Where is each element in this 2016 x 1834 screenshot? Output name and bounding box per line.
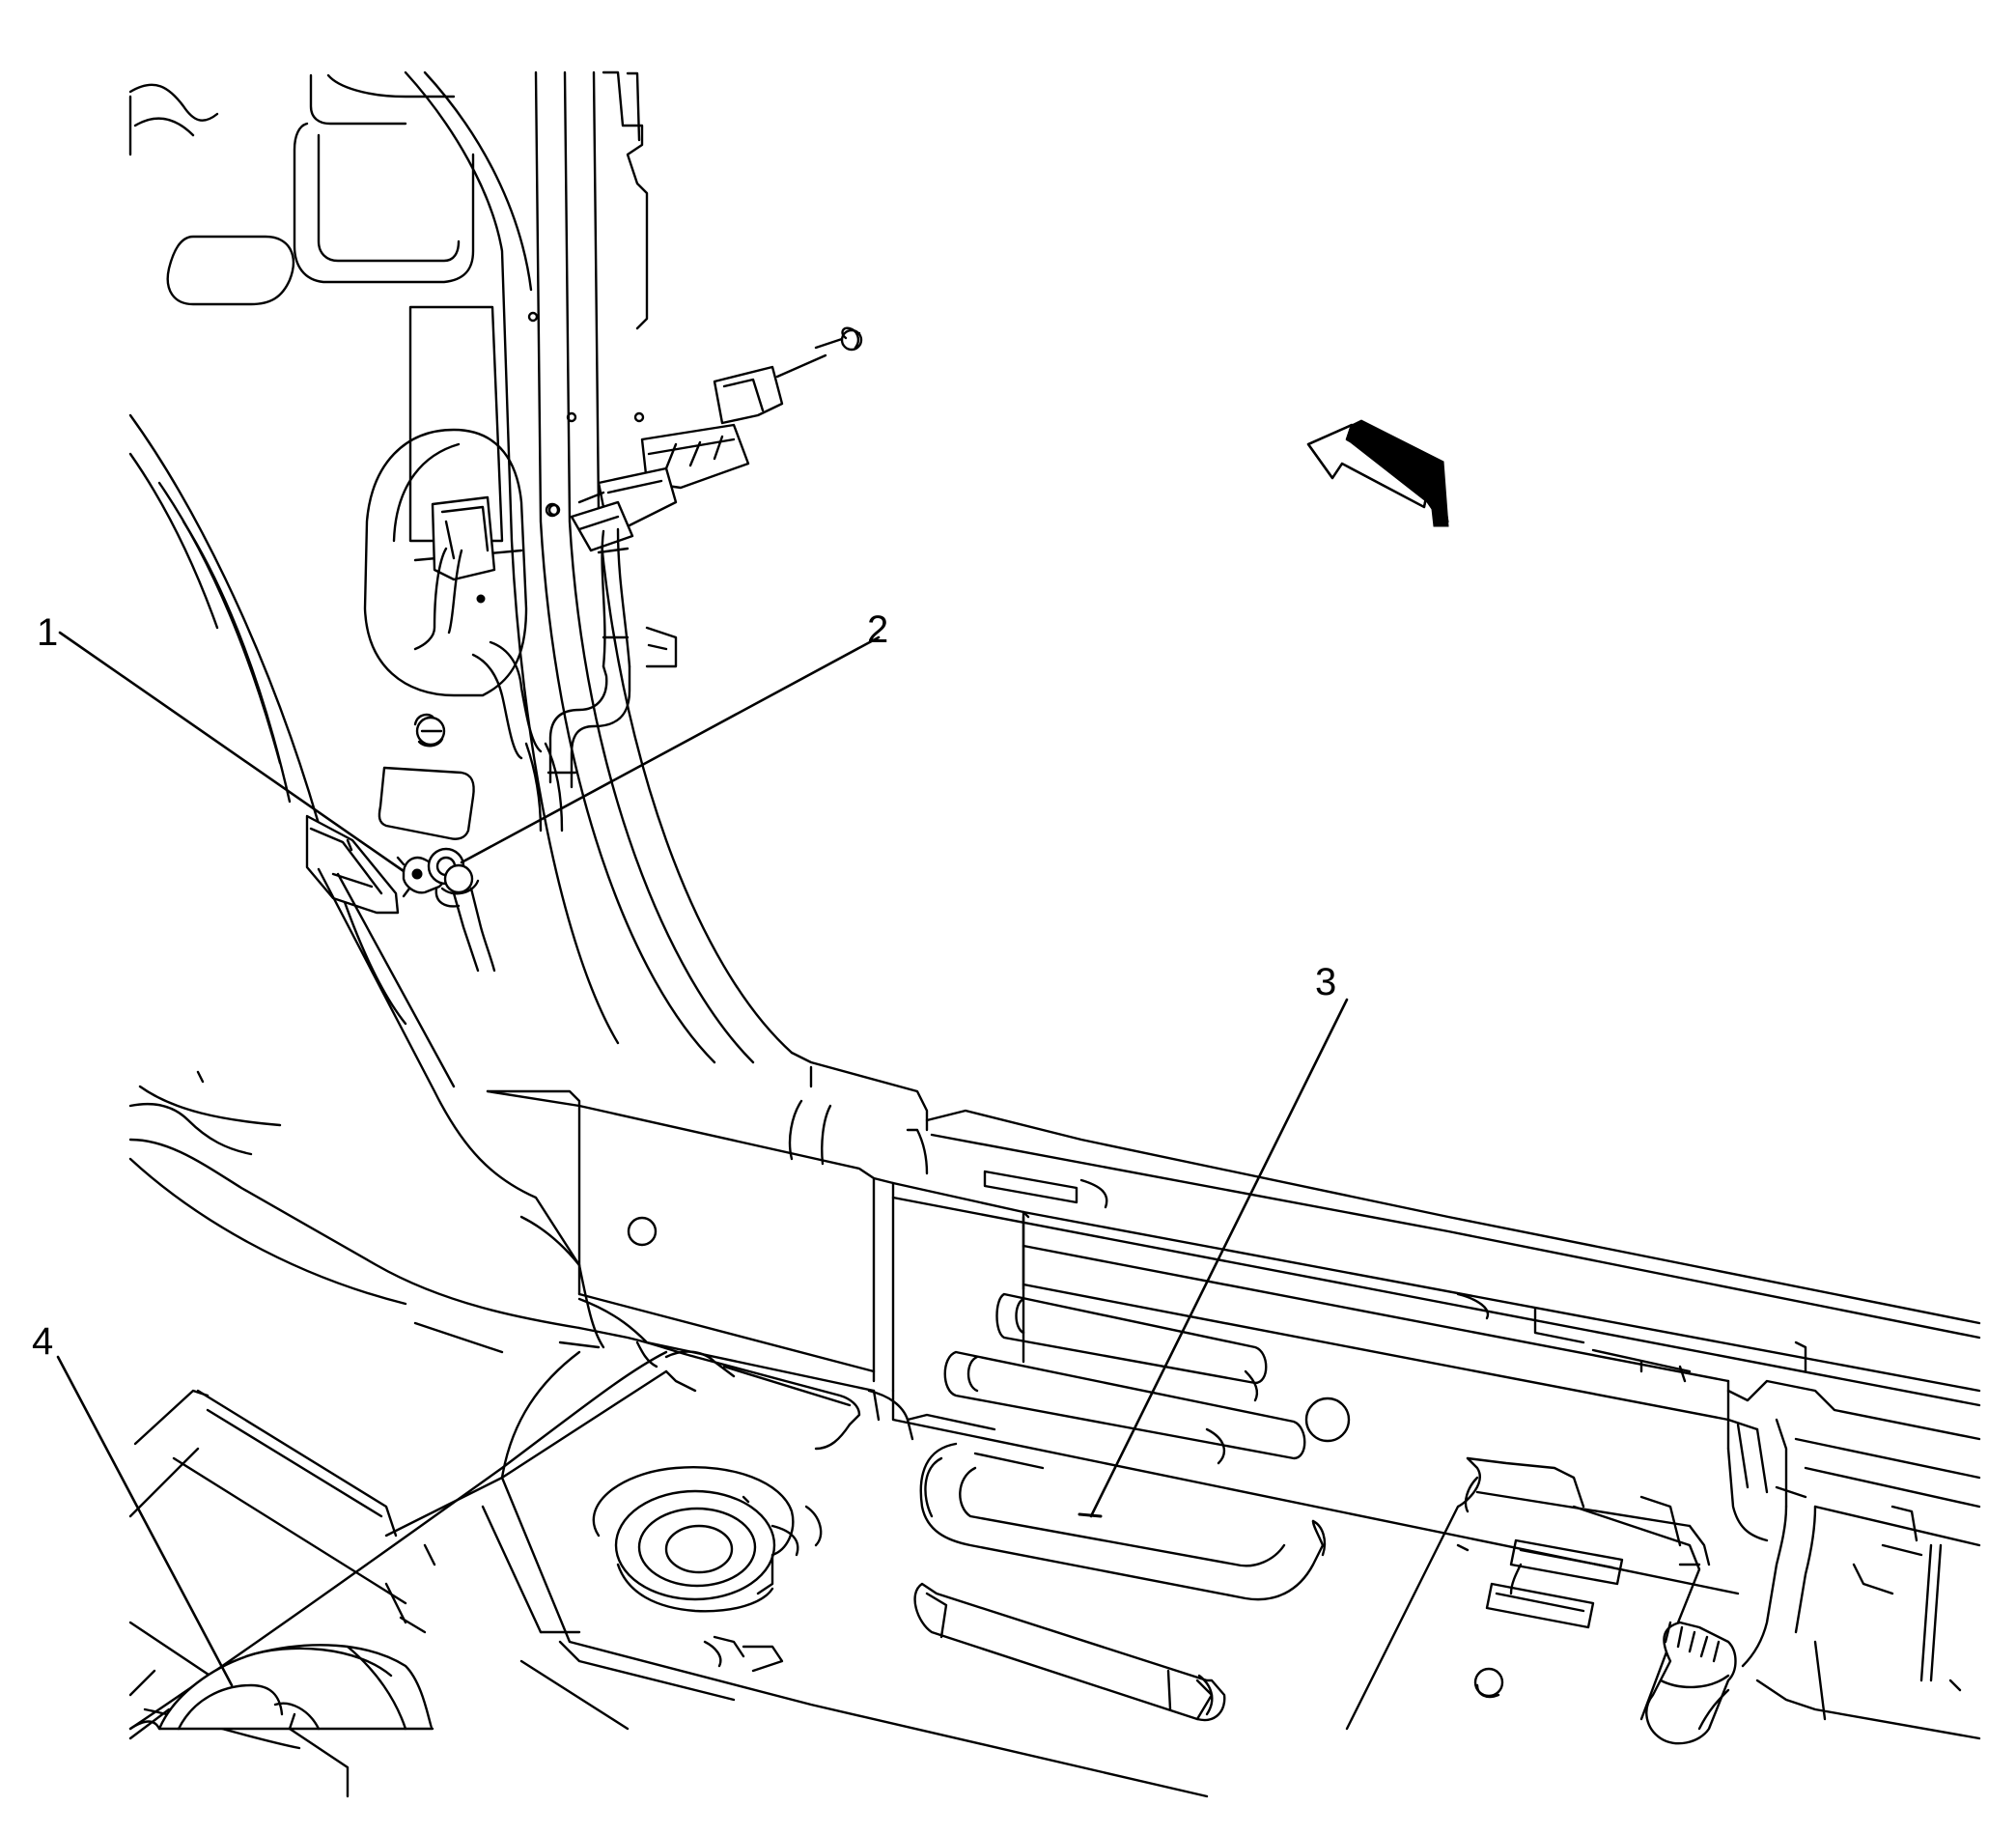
floor-pan bbox=[128, 1321, 1737, 1798]
seat-base-component bbox=[128, 1644, 434, 1731]
callout-2: 2 bbox=[867, 608, 888, 651]
callout-3: 3 bbox=[1315, 961, 1336, 1003]
leader-line-4 bbox=[56, 1355, 234, 1687]
wiring-harness-upper bbox=[471, 326, 863, 832]
pillar-access-hole bbox=[378, 766, 475, 840]
leader-line-2 bbox=[460, 635, 881, 864]
wheel-house-arch bbox=[128, 413, 581, 1330]
harness-connector bbox=[413, 495, 496, 651]
rocker-sill-panel bbox=[317, 867, 1981, 1740]
b-pillar-structure bbox=[128, 71, 794, 1064]
leader-lines bbox=[56, 631, 1349, 1687]
callout-4: 4 bbox=[32, 1320, 53, 1363]
pillar-fastener-circle bbox=[413, 713, 446, 748]
callout-3-target-mark bbox=[1078, 1512, 1103, 1518]
leader-line-1 bbox=[58, 631, 406, 873]
callout-1: 1 bbox=[37, 611, 58, 654]
view-direction-arrow-icon bbox=[1306, 419, 1449, 527]
leader-line-3 bbox=[1089, 998, 1349, 1518]
ground-bolt-assembly bbox=[396, 847, 496, 973]
callout-labels: 1 2 3 4 bbox=[32, 608, 1336, 1363]
